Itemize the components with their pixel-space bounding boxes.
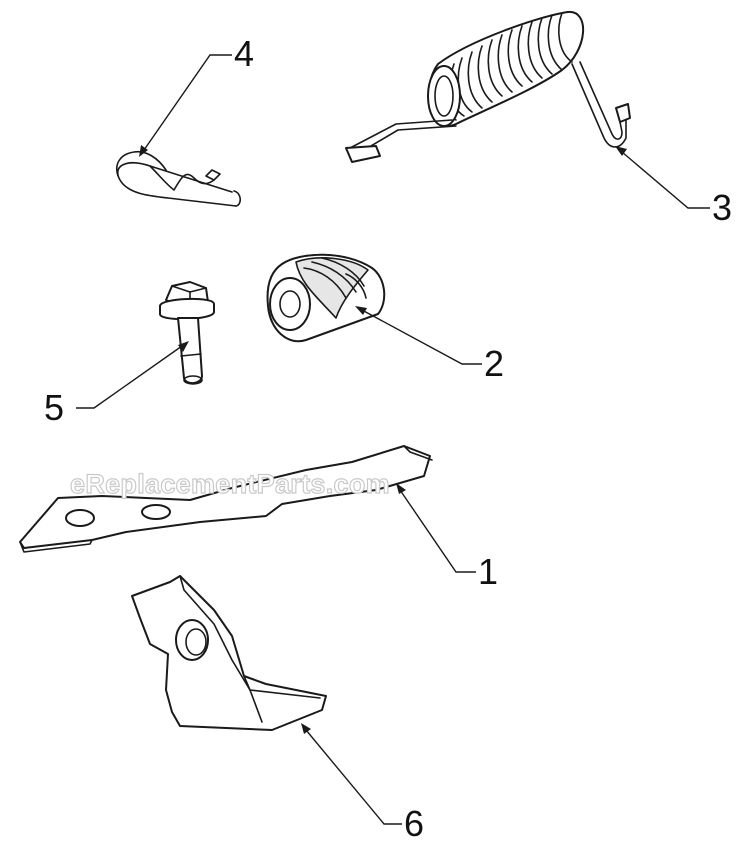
part-5-shoulder-bolt (159, 281, 215, 385)
leader-5 (76, 341, 189, 409)
callout-5: 5 (44, 387, 64, 428)
part-1-lever-plate (19, 445, 433, 553)
part-2-roller-bushing (266, 253, 386, 343)
part-3-extension-spring (345, 10, 631, 163)
callout-1: 1 (478, 551, 498, 592)
callout-4: 4 (234, 33, 254, 74)
leader-4 (139, 54, 232, 157)
callout-2: 2 (484, 343, 504, 384)
callout-6: 6 (404, 803, 424, 844)
leader-6 (301, 723, 402, 825)
part-6-angle-bracket (131, 575, 327, 731)
part-4-hairpin-clip (116, 150, 242, 207)
watermark: eReplacementParts.com (70, 469, 390, 499)
leader-2 (355, 306, 482, 365)
leader-3 (615, 146, 710, 209)
leader-1 (396, 483, 476, 573)
callout-3: 3 (712, 187, 732, 228)
